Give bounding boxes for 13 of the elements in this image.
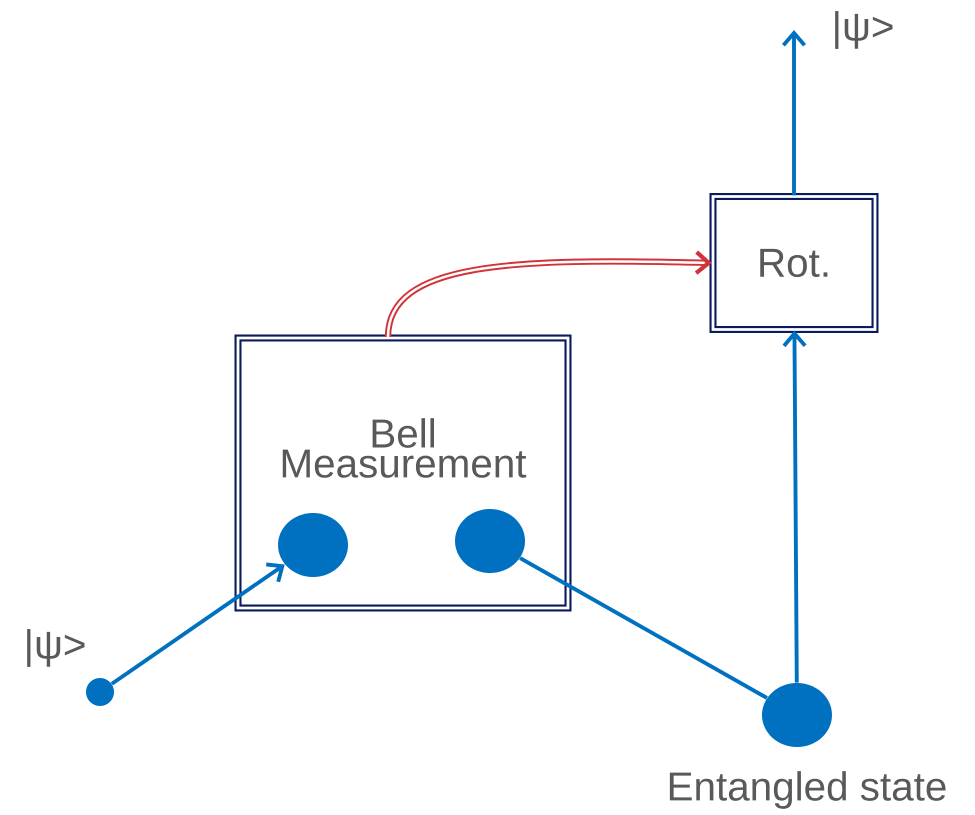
state-dot xyxy=(86,678,114,706)
state-dot xyxy=(762,682,832,747)
arrow xyxy=(110,562,285,686)
process-box: Bell Measurement xyxy=(234,334,572,612)
state-label: |ψ> xyxy=(27,629,84,667)
arrow xyxy=(384,250,712,338)
state-label: Entangled state xyxy=(670,771,946,809)
arrow xyxy=(782,330,807,683)
state-dot xyxy=(278,513,348,577)
state-dot xyxy=(455,508,525,573)
arrow xyxy=(782,30,806,196)
process-box: Rot. xyxy=(709,192,879,333)
state-label: |ψ> xyxy=(835,11,892,49)
